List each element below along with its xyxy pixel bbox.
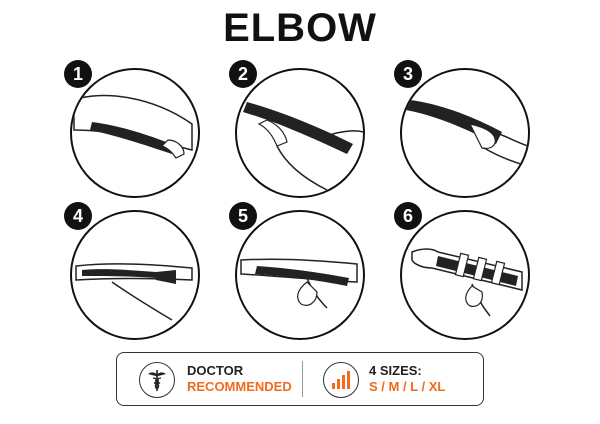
sizes-label: 4 SIZES: — [369, 363, 422, 378]
step-number-badge: 4 — [64, 202, 92, 230]
step-1-illustration — [70, 68, 200, 198]
info-bar: DOCTOR RECOMMENDED 4 SIZES: S / M / L / … — [116, 352, 484, 406]
step-number-badge: 2 — [229, 60, 257, 88]
doctor-label: DOCTOR — [187, 363, 244, 378]
step-5-illustration — [235, 210, 365, 340]
page-title: ELBOW — [223, 6, 377, 50]
info-divider — [302, 361, 303, 397]
step-1: 1 — [64, 60, 200, 198]
step-6-illustration — [400, 210, 530, 340]
step-3: 3 — [394, 60, 530, 198]
step-5: 5 — [229, 202, 365, 340]
step-3-illustration — [400, 68, 530, 198]
size-bars-icon — [323, 362, 359, 398]
step-2: 2 — [229, 60, 365, 198]
caduceus-icon — [139, 362, 175, 398]
step-4: 4 — [64, 202, 200, 340]
step-number-badge: 6 — [394, 202, 422, 230]
step-number-badge: 1 — [64, 60, 92, 88]
recommended-label: RECOMMENDED — [187, 379, 292, 394]
step-4-illustration — [70, 210, 200, 340]
step-number-badge: 5 — [229, 202, 257, 230]
step-6: 6 — [394, 202, 530, 340]
step-number-badge: 3 — [394, 60, 422, 88]
step-2-illustration — [235, 68, 365, 198]
sizes-list: S / M / L / XL — [369, 379, 446, 394]
